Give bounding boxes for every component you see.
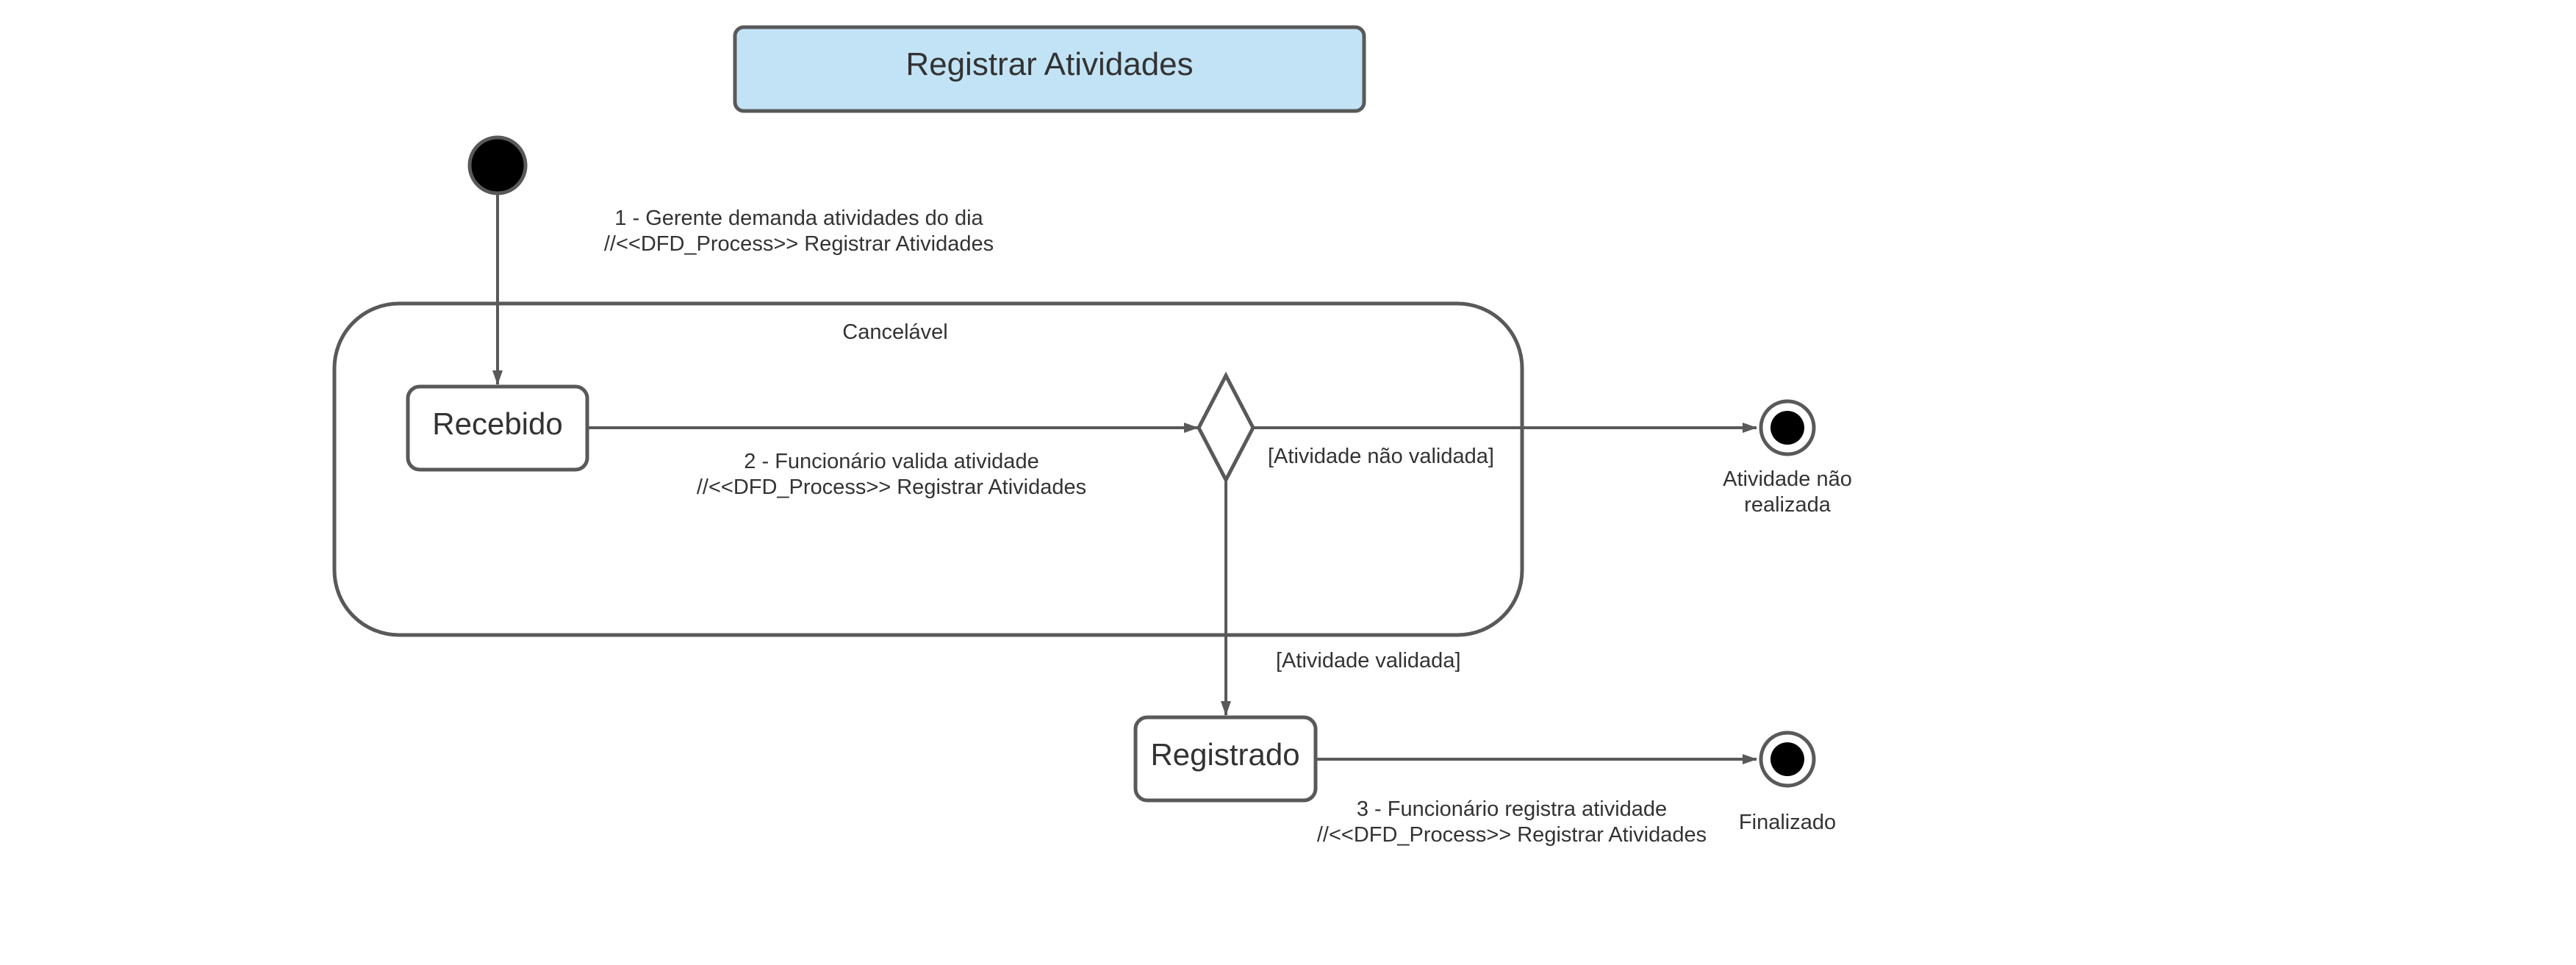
state-registrado-label: Registrado bbox=[1150, 737, 1299, 772]
final-done-label: Finalizado bbox=[1739, 811, 1836, 834]
initial-node bbox=[467, 135, 528, 195]
transition-3-label-line2: //<<DFD_Process>> Registrar Atividades bbox=[1317, 823, 1707, 847]
diagram-title: Registrar Atividades bbox=[905, 46, 1193, 82]
transition-1-label-line2: //<<DFD_Process>> Registrar Atividades bbox=[604, 232, 994, 256]
title-box bbox=[733, 25, 1366, 113]
composite-state-cancelavel bbox=[332, 301, 1524, 637]
composite-state-label: Cancelável bbox=[842, 320, 947, 344]
final-node-not-done bbox=[1759, 399, 1816, 456]
transition-2-label-line2: //<<DFD_Process>> Registrar Atividades bbox=[697, 476, 1086, 499]
guard-validated: [Atividade validada] bbox=[1276, 649, 1461, 672]
transition-1-label-line1: 1 - Gerente demanda atividades do dia bbox=[614, 207, 983, 230]
transition-3-label-line1: 3 - Funcionário registra atividade bbox=[1357, 797, 1667, 821]
guard-not-validated: [Atividade não validada] bbox=[1268, 445, 1494, 468]
transition-2-label-line1: 2 - Funcionário valida atividade bbox=[744, 450, 1038, 473]
state-recebido-label: Recebido bbox=[432, 406, 562, 441]
final-node-done bbox=[1759, 731, 1816, 788]
final-not-done-label-line2: realizada bbox=[1744, 493, 1831, 517]
final-not-done-label-line1: Atividade não bbox=[1723, 467, 1852, 491]
decision-node bbox=[1196, 371, 1255, 484]
